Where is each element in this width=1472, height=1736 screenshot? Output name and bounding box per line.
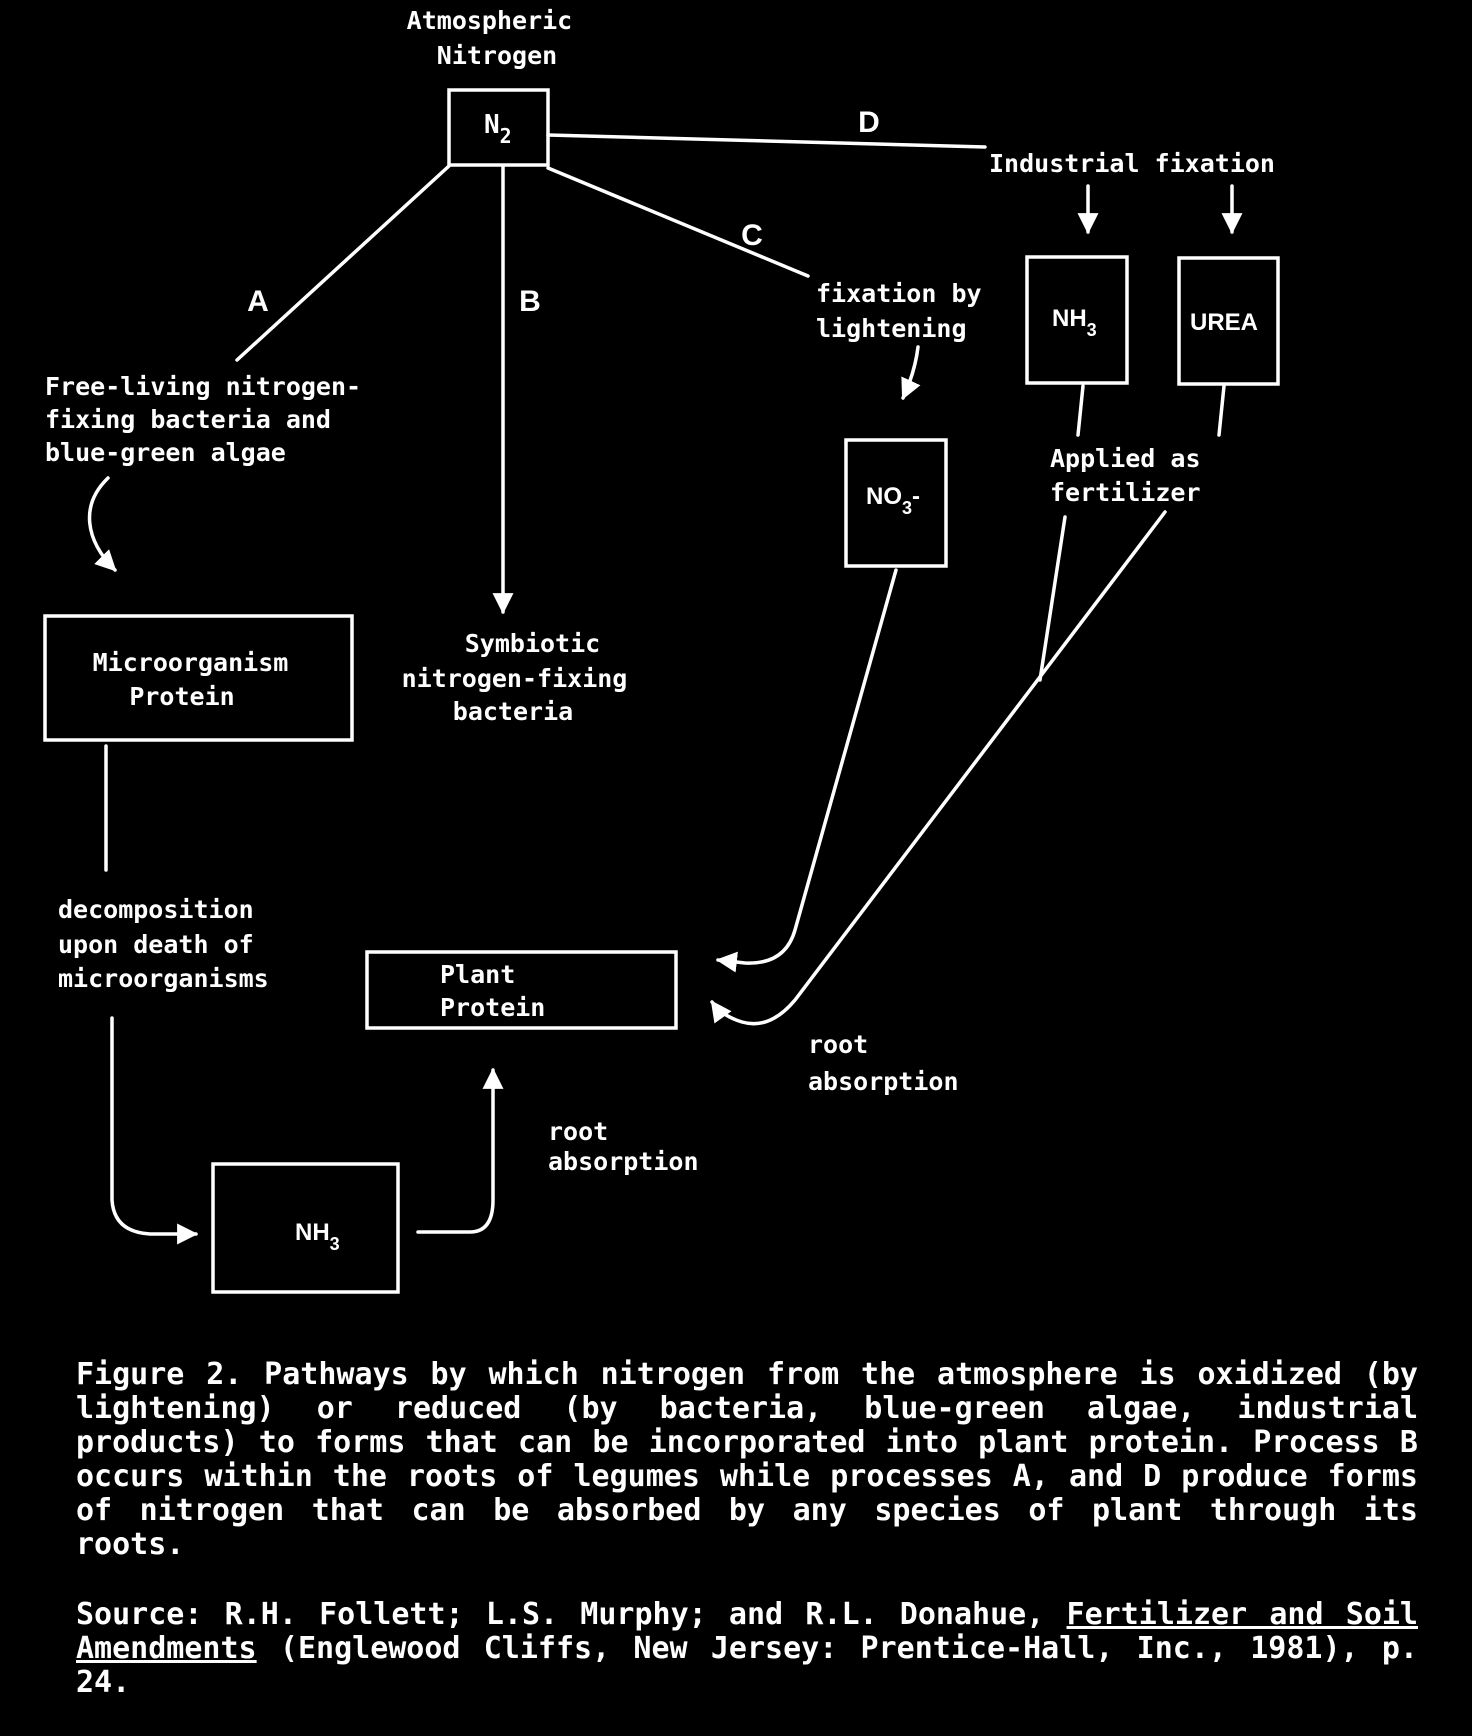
industrial-fixation-label: Industrial fixation [989, 149, 1275, 178]
n2-label: N2 [484, 110, 512, 148]
urea-to-applied-line [1217, 384, 1226, 437]
microorganism-protein-label: Microorganism Protein [93, 648, 304, 711]
root-absorption-right-label: root absorption [808, 1030, 959, 1096]
figure-caption-text: Figure 2. Pathways by which nitrogen fro… [76, 1357, 1418, 1562]
atmospheric-line-2: Nitrogen [437, 41, 557, 70]
free-living-line-1: Free-living nitrogen- [45, 372, 361, 401]
fixation-line-2: lightening [816, 314, 967, 343]
urea-box [1177, 256, 1280, 386]
free-living-bacteria-label: Free-living nitrogen- fixing bacteria an… [45, 372, 376, 467]
urea-label: UREA [1190, 309, 1258, 336]
source-book-title: Fertilizer and Soil Amendments [76, 1597, 1418, 1666]
source-citation: Source: R.H. Follett; L.S. Murphy; and R… [76, 1598, 1418, 1700]
n2-box [447, 88, 550, 167]
nh3-top-label: NH3 [1052, 305, 1097, 340]
figure-caption: Figure 2. Pathways by which nitrogen fro… [76, 1358, 1418, 1562]
decomposition-line-3: microorganisms [58, 964, 269, 993]
no3-box [844, 438, 948, 568]
symbiotic-line-2: nitrogen-fixing [402, 664, 628, 693]
symbiotic-line-3: bacteria [453, 697, 573, 726]
symbiotic-line-1: Symbiotic [465, 629, 600, 658]
source-suffix: (Englewood Cliffs, New Jersey: Prentice-… [76, 1631, 1418, 1700]
nh3-bottom-box [211, 1162, 400, 1294]
arrow-to-plant-protein [416, 1067, 504, 1234]
free-living-line-2: fixing bacteria and [45, 405, 331, 434]
fixation-line-1: fixation by [816, 279, 982, 308]
nh3-bottom-label: NH3 [295, 1219, 340, 1254]
decomposition-line-1: decomposition [58, 895, 254, 924]
nh3-fertilizer-line [1038, 515, 1067, 682]
fixation-by-lightening-label: fixation by lightening [816, 279, 997, 343]
nh3-top-box [1025, 255, 1129, 385]
pathway-c-line [546, 166, 810, 278]
arrow-no3-to-plant-protein [715, 568, 898, 973]
pathway-d-label: D [858, 106, 880, 139]
root-right-line-2: absorption [808, 1067, 959, 1096]
arrow-to-nh3-bottom [110, 1016, 199, 1245]
pathway-a-label: A [247, 285, 269, 318]
pathway-c-label: C [741, 219, 763, 252]
no3-label: NO3- [866, 483, 920, 518]
root-absorption-bottom-label: root absorption [548, 1117, 699, 1176]
microorganism-protein-box [43, 614, 354, 742]
pathway-b-label: B [519, 285, 541, 318]
symbiotic-bacteria-label: Symbiotic nitrogen-fixing bacteria [402, 629, 643, 726]
plant-protein-line-2: Protein [440, 993, 545, 1022]
source-prefix: Source: R.H. Follett; L.S. Murphy; and R… [76, 1597, 1067, 1632]
pathway-d-line [546, 133, 987, 149]
decomposition-label: decomposition upon death of microorganis… [58, 895, 269, 993]
arrow-fertilizer-to-plant-protein [710, 510, 1167, 1026]
atmospheric-nitrogen-label: Atmospheric Nitrogen [407, 6, 588, 70]
arrow-to-microorganism [87, 476, 117, 572]
atmospheric-line-1: Atmospheric [407, 6, 573, 35]
microorganism-line-1: Microorganism [93, 648, 289, 677]
applied-line-1: Applied as [1050, 444, 1201, 473]
nh3-to-applied-line [1076, 384, 1085, 437]
plant-protein-label: Plant Protein [440, 960, 545, 1022]
root-right-line-1: root [808, 1030, 868, 1059]
free-living-line-3: blue-green algae [45, 438, 286, 467]
applied-as-fertilizer-label: Applied as fertilizer [1050, 444, 1216, 507]
decomposition-line-2: upon death of [58, 930, 254, 959]
root-bottom-line-2: absorption [548, 1147, 699, 1176]
microorganism-line-2: Protein [129, 682, 234, 711]
plant-protein-line-1: Plant [440, 960, 515, 989]
root-bottom-line-1: root [548, 1117, 608, 1146]
plant-protein-box [365, 950, 678, 1030]
applied-line-2: fertilizer [1050, 478, 1201, 507]
arrow-to-no3 [901, 345, 921, 400]
pathway-a-line [235, 164, 451, 362]
